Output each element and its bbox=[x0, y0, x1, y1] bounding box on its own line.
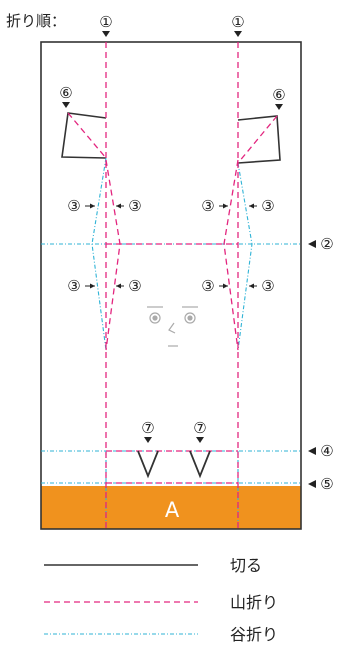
step-marker: ① bbox=[99, 13, 112, 31]
legend-cut-label: 切る bbox=[230, 556, 262, 575]
step-marker: ③ bbox=[128, 277, 141, 295]
step-marker: ⑥ bbox=[272, 86, 285, 104]
mountain-folds bbox=[67, 42, 278, 529]
step-marker: ⑥ bbox=[59, 84, 72, 102]
panel-a bbox=[41, 486, 301, 529]
step-marker: ⑤ bbox=[320, 475, 333, 493]
step-marker: ③ bbox=[261, 277, 274, 295]
step-marker: ③ bbox=[128, 197, 141, 215]
legend-mountain-label: 山折り bbox=[230, 593, 278, 612]
sheet-outline bbox=[40, 41, 302, 530]
legend: 切る 山折り 谷折り bbox=[44, 556, 278, 644]
step-marker: ③ bbox=[67, 277, 80, 295]
face-icon bbox=[147, 306, 198, 347]
legend-valley-label: 谷折り bbox=[230, 625, 278, 644]
v-cut-left bbox=[137, 450, 159, 479]
step-marker: ① bbox=[231, 13, 244, 31]
cut-flap-right bbox=[237, 115, 281, 164]
step-marker: ④ bbox=[320, 442, 333, 460]
step-marker: ③ bbox=[67, 197, 80, 215]
step-markers: ① ① ⑥ ⑥ ③ ③ ③ ③ ③ ③ ③ ③ ② ⑦ ⑦ ④ ⑤ bbox=[59, 13, 333, 493]
v-cut-right bbox=[189, 450, 211, 479]
step-marker: ③ bbox=[201, 277, 214, 295]
panel-a-label: A bbox=[165, 498, 180, 522]
step-marker: ③ bbox=[261, 197, 274, 215]
cut-flap-left bbox=[61, 112, 107, 159]
step-marker: ⑦ bbox=[193, 419, 206, 437]
step-marker: ③ bbox=[201, 197, 214, 215]
order-label: 折り順： bbox=[6, 12, 66, 30]
step-marker: ② bbox=[320, 235, 333, 253]
step-marker: ⑦ bbox=[141, 419, 154, 437]
